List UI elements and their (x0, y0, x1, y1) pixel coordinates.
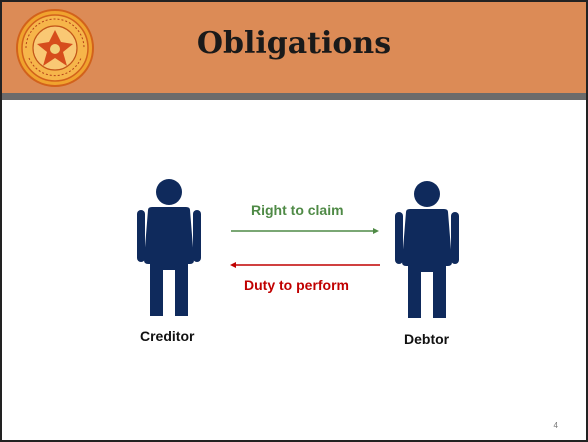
left-arrow-icon (230, 262, 380, 268)
header-divider (2, 93, 586, 100)
page-number: 4 (553, 421, 558, 430)
creditor-person-icon (137, 179, 201, 316)
university-seal-icon (16, 9, 94, 87)
right-to-claim-label: Right to claim (251, 202, 344, 218)
debtor-person-icon (395, 181, 459, 318)
debtor-label: Debtor (404, 331, 450, 347)
header-bar (2, 2, 586, 93)
duty-to-perform-label: Duty to perform (244, 277, 349, 293)
creditor-label: Creditor (140, 328, 195, 344)
right-arrow-icon (231, 228, 379, 234)
page-title: Obligations (196, 26, 392, 61)
